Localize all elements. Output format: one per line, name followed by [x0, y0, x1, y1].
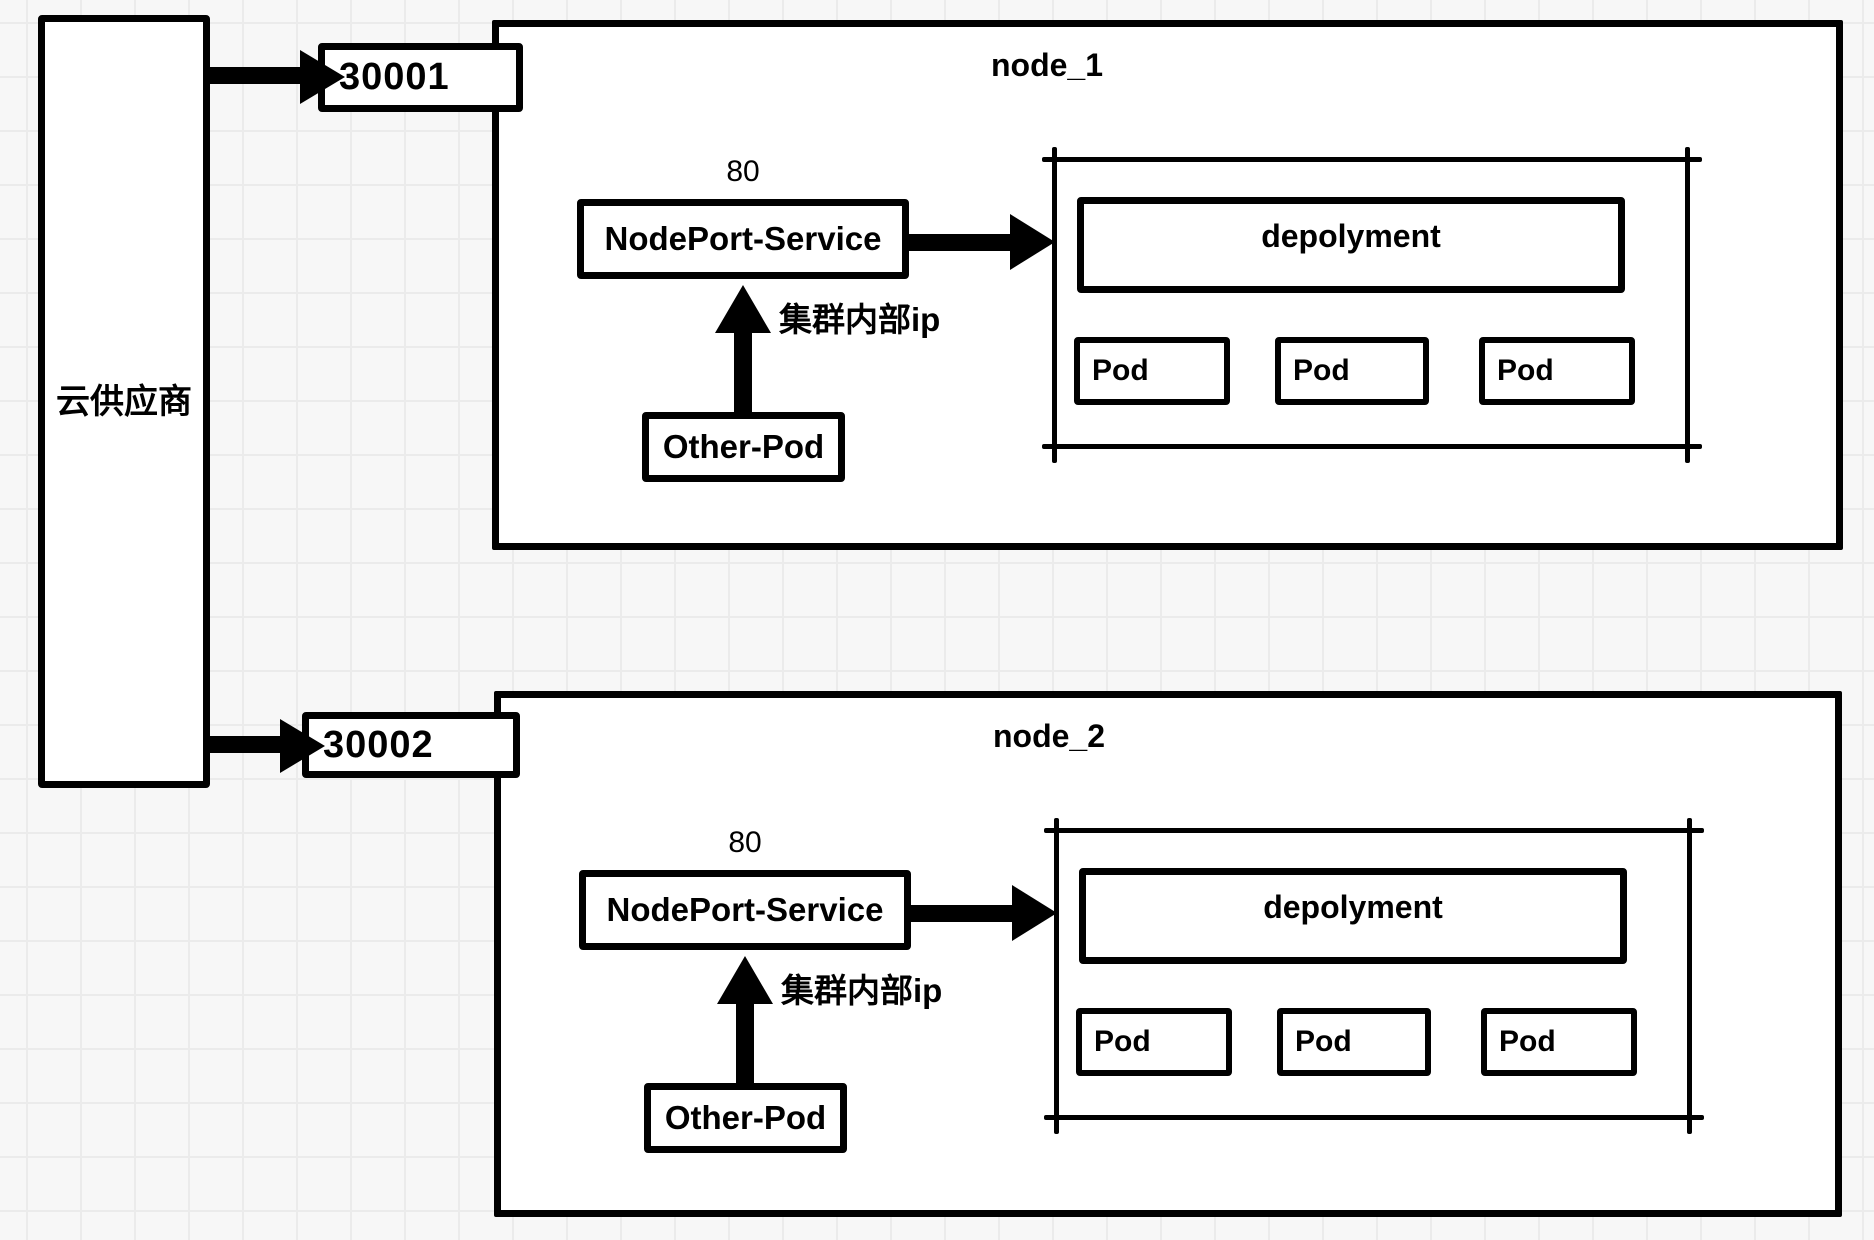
- pod-label: Pod: [1499, 1025, 1556, 1058]
- arrow-head-icon: [300, 50, 345, 104]
- port-30001-shape: 30001: [318, 43, 523, 112]
- node-1-title: node_1: [990, 47, 1104, 83]
- arrow-service-to-deployment-shaft: [909, 905, 1014, 922]
- arrow-otherpod-to-service-shaft: [734, 327, 752, 413]
- deployment-label: depolyment: [1261, 218, 1441, 254]
- port-30002-shape: 30002: [302, 712, 520, 778]
- arrow-service-to-deployment-head-icon: [1010, 214, 1055, 270]
- pod-label: Pod: [1295, 1025, 1352, 1058]
- port-30001-label: 30001: [339, 56, 450, 98]
- arrow-shaft: [208, 67, 308, 84]
- pod-label: Pod: [1094, 1025, 1151, 1058]
- node-2-title: node_2: [992, 718, 1106, 754]
- pod-label: Pod: [1092, 354, 1149, 387]
- deployment-shape: depolyment: [1079, 868, 1627, 964]
- port-30002-label: 30002: [323, 723, 434, 766]
- cloud-provider-shape: 云供应商: [38, 15, 210, 788]
- other-pod-label: Other-Pod: [662, 428, 825, 465]
- arrow-head-icon: [280, 719, 325, 773]
- pod-shape: Pod: [1481, 1008, 1637, 1076]
- deployment-frame-right-line: [1685, 147, 1690, 463]
- deployment-frame-top-line: [1042, 157, 1702, 162]
- pod-shape: Pod: [1076, 1008, 1232, 1076]
- service-port-80-label: 80: [726, 155, 760, 188]
- deployment-frame-left-line: [1054, 818, 1059, 1134]
- deployment-frame-left-line: [1052, 147, 1057, 463]
- pod-label: Pod: [1497, 354, 1554, 387]
- cluster-internal-ip-label: 集群内部ip: [781, 972, 943, 1009]
- arrow-otherpod-to-service-shaft: [736, 998, 754, 1084]
- deployment-label: depolyment: [1263, 889, 1443, 925]
- deployment-frame-bottom-line: [1044, 1115, 1704, 1120]
- pod-shape: Pod: [1074, 337, 1230, 405]
- arrow-otherpod-to-service-head-icon: [717, 956, 773, 1004]
- pod-shape: Pod: [1479, 337, 1635, 405]
- nodeport-service-shape: NodePort-Service: [579, 870, 911, 950]
- nodeport-service-label: NodePort-Service: [604, 220, 882, 257]
- node-1-shape: node_1 80 NodePort-Service 集群内部ip Other-…: [492, 20, 1843, 550]
- cluster-internal-ip-label: 集群内部ip: [779, 301, 941, 338]
- deployment-frame-top-line: [1044, 828, 1704, 833]
- cloud-provider-label: 云供应商: [56, 383, 192, 421]
- other-pod-shape: Other-Pod: [642, 412, 845, 482]
- arrow-otherpod-to-service-head-icon: [715, 285, 771, 333]
- deployment-frame-bottom-line: [1042, 444, 1702, 449]
- arrow-service-to-deployment-head-icon: [1012, 885, 1057, 941]
- nodeport-service-shape: NodePort-Service: [577, 199, 909, 279]
- other-pod-label: Other-Pod: [664, 1099, 827, 1136]
- nodeport-service-label: NodePort-Service: [606, 891, 884, 928]
- arrow-service-to-deployment-shaft: [907, 234, 1012, 251]
- arrow-shaft: [208, 736, 288, 753]
- pod-label: Pod: [1293, 354, 1350, 387]
- deployment-frame-right-line: [1687, 818, 1692, 1134]
- other-pod-shape: Other-Pod: [644, 1083, 847, 1153]
- service-port-80-label: 80: [728, 826, 762, 859]
- pod-shape: Pod: [1275, 337, 1429, 405]
- deployment-shape: depolyment: [1077, 197, 1625, 293]
- node-2-shape: node_2 80 NodePort-Service 集群内部ip Other-…: [494, 691, 1842, 1217]
- pod-shape: Pod: [1277, 1008, 1431, 1076]
